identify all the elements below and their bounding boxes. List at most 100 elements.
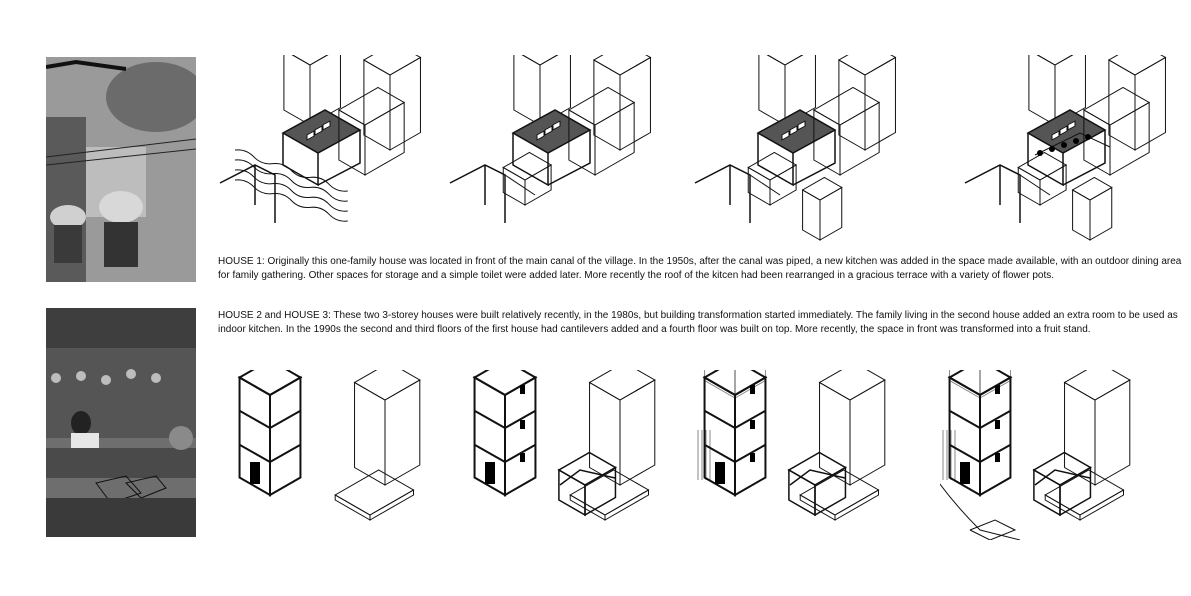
flower-pot [1049,146,1055,152]
canal-wave [234,169,348,212]
box-top [1017,151,1068,181]
house-wall [317,130,361,186]
box-top [1032,451,1092,486]
box-face [513,55,541,126]
frame [694,164,751,223]
box-face [384,379,421,486]
floor-line [979,410,1011,429]
box-face [819,186,843,241]
skylight [1059,125,1068,136]
box-top [334,469,415,516]
house23-stage4-drawing [940,370,1131,540]
floor-line [949,410,981,429]
window [995,453,1000,462]
box-face [369,489,414,521]
skylight [322,120,331,131]
box-face [269,375,302,497]
box-face [838,59,866,151]
box-top [812,86,881,126]
house-wall [512,133,549,187]
house-wall [282,133,319,187]
skylight [306,130,315,141]
box-top [337,86,406,126]
box-face [864,56,896,151]
flower-pot [1073,138,1079,144]
door [485,462,495,484]
box-face [1079,489,1124,521]
floor-line [474,444,506,463]
box-top [747,151,798,181]
frame [964,164,1021,223]
box-top [1071,176,1113,201]
text-line: HOUSE 2 and HOUSE 3: These two 3-storey … [218,310,1178,321]
box-face [834,489,879,521]
canal-wave [234,159,348,202]
box-face [1028,55,1056,126]
kitchen-line [504,174,536,196]
floor-line [704,410,736,429]
house23-stage3-drawing [697,370,886,521]
box-top [569,469,650,516]
house23-stage1-drawing [237,370,421,521]
box-face [949,370,981,399]
text-line: indoor kitchen. In the 1990s the second … [218,323,1091,335]
kitchen-roof [1034,469,1091,486]
stand-awning [940,483,1021,540]
house1-stage3-drawing [694,55,897,241]
house-wall [547,130,591,186]
box-top [588,370,656,401]
box-top [502,151,553,181]
window [995,420,1000,429]
box-top [362,55,422,76]
floor-line [269,444,301,463]
window [750,385,755,394]
floor-line [734,410,766,429]
box-top [592,55,652,76]
floor-line [239,444,271,463]
box-top [947,370,1013,397]
box-face [1044,494,1081,521]
box-top [837,55,897,76]
house1-stage2-drawing [449,55,652,223]
box-face [569,494,606,521]
box-top [472,370,538,397]
box-face [619,56,651,151]
house23-description: HOUSE 2 and HOUSE 3: These two 3-storey … [218,309,1178,336]
window [750,453,755,462]
box-face [1094,379,1131,486]
window [520,453,525,462]
box-face [604,489,649,521]
kitchen-roof [559,469,616,486]
house1-stage4-drawing [964,55,1167,241]
house-wall [757,133,794,187]
skylight [544,125,553,136]
kitchen-line [749,174,781,196]
floor-line [269,410,301,429]
flower-pot [1085,134,1091,140]
skylight [536,130,545,141]
box-top [567,86,636,126]
box-top [557,451,617,486]
box-face [849,379,886,486]
box-face [704,370,736,399]
box-face [283,55,311,126]
box-top [1063,370,1131,401]
skylight [789,125,798,136]
skylight [1067,120,1076,131]
text-line: for family gathering. Other spaces for s… [218,269,1054,281]
box-top [1036,55,1074,66]
box-top [766,55,804,66]
box-face [799,494,836,521]
house-wall [792,130,836,186]
door [715,462,725,484]
box-face [593,59,621,151]
floor-line [474,410,506,429]
house1-description: HOUSE 1: Originally this one-family hous… [218,255,1181,282]
canal-wave [234,149,348,192]
box-face [619,379,656,486]
box-top [818,370,886,401]
house1-stage1-drawing [219,55,422,223]
fruit-stand [969,519,1017,540]
flower-pot [1037,150,1043,156]
flower-pot [1061,142,1067,148]
